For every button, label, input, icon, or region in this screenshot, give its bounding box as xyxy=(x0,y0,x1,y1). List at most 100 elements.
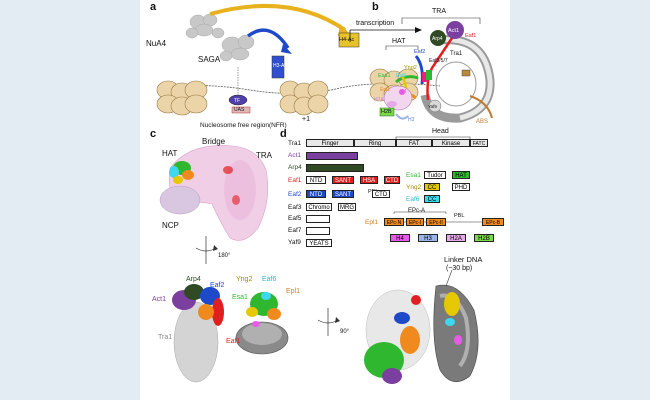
d-act1-bar xyxy=(306,152,358,160)
b-h2a-label: H2A xyxy=(374,97,384,103)
c-act1-label: Act1 xyxy=(152,296,167,303)
c-rot90-label: 90° xyxy=(340,329,350,335)
c-arp4-label: Arp4 xyxy=(186,276,201,283)
b-act1-label: Act1 xyxy=(448,28,460,34)
panel-a-graphics xyxy=(156,3,441,116)
b-eaf1-label: Eaf1 xyxy=(465,33,477,39)
d-eaf6-cc: CC xyxy=(424,195,440,203)
c-eaf1-label: Eaf1 xyxy=(226,338,241,345)
d-histone-h4: H4 xyxy=(390,234,410,242)
b-tra1-label: Tra1 xyxy=(450,51,463,57)
panel-b-graphics xyxy=(379,17,495,123)
d-pbl2-label: PBL xyxy=(454,213,465,219)
c-ncp-label: NCP xyxy=(162,221,179,230)
b-eaf2-label: Eaf2 xyxy=(414,49,426,55)
c-tra1-label: Tra1 xyxy=(158,334,173,341)
d-yaf9-yeats: YEATS xyxy=(306,239,332,247)
a-h3ac-label: H3-Ac xyxy=(273,63,287,69)
d-eaf5-name: Eaf5 xyxy=(288,215,302,222)
b-esa1-label: Esa1 xyxy=(378,73,391,79)
b-tra-label: TRA xyxy=(432,8,446,15)
b-yaf9-label: Yaf9 xyxy=(428,104,437,109)
d-epl1-epci: EPc-I xyxy=(406,218,424,226)
d-tra1-name: Tra1 xyxy=(288,140,302,147)
d-histone-h2a: H2A xyxy=(446,234,466,242)
d-esa1-name: Esa1 xyxy=(406,172,421,179)
d-yng2-phd: PHD xyxy=(452,183,470,191)
d-eaf1-name: Eaf1 xyxy=(288,177,302,184)
d-epl1-epcii: EPc-II xyxy=(426,218,446,226)
b-hat-label: HAT xyxy=(392,38,406,45)
panel-label-c: c xyxy=(150,128,157,140)
b-yng2-label: Yng2 xyxy=(404,65,417,71)
d-tra1-finger: Finger xyxy=(306,139,354,147)
panel-c-graphics xyxy=(159,145,479,384)
b-epl1-label: Epl1 xyxy=(380,87,391,93)
d-eaf7-bar xyxy=(306,227,330,235)
b-h3-label: H3 xyxy=(408,117,415,123)
d-histone-h2b: H2B xyxy=(474,234,494,242)
panel-label-d: d xyxy=(280,128,287,140)
c-tra-label: TRA xyxy=(256,151,272,160)
a-transcription-label: transcription xyxy=(356,20,395,27)
d-eaf2-name: Eaf2 xyxy=(288,191,302,198)
d-yng2-cc: CC xyxy=(424,183,440,191)
d-epl1-line xyxy=(384,211,504,223)
d-yaf9-name: Yaf9 xyxy=(288,239,301,246)
d-tra1-fat: FAT xyxy=(396,139,432,147)
d-eaf2-ctd: CTD xyxy=(372,190,390,198)
d-eaf6-name: Eaf6 xyxy=(406,196,420,203)
c-eaf6-label: Eaf6 xyxy=(262,276,277,283)
c-esa1-label: Esa1 xyxy=(232,294,248,301)
b-eaf357-label: Eaf3/5/7 xyxy=(429,58,448,64)
c-rot180-label: 180° xyxy=(218,253,231,259)
a-h4ac-label: H4-Ac xyxy=(339,37,355,43)
b-abs-label: ABS xyxy=(476,119,489,125)
d-epl1-epcb: EPc-B xyxy=(482,218,504,226)
a-nfr-label: Nucleosome free region(NFR) xyxy=(200,122,287,129)
d-eaf3-name: Eaf3 xyxy=(288,204,302,211)
d-epl1-epcn: EPc-N xyxy=(384,218,404,226)
b-h4-label: H4 xyxy=(400,89,407,95)
figure: a b c d xyxy=(140,0,510,400)
d-yng2-name: Yng2 xyxy=(406,184,422,191)
d-eaf1-ctd: CTD xyxy=(384,176,400,184)
a-uas-label: UAS xyxy=(234,107,245,113)
d-eaf3-mrg: MRG xyxy=(338,203,356,211)
panel-label-b: b xyxy=(372,1,379,13)
c-bridge-label: Bridge xyxy=(202,137,226,146)
d-arp4-name: Arp4 xyxy=(288,164,302,171)
d-arp4-bar xyxy=(306,164,364,172)
c-linker-length: (~30 bp) xyxy=(446,265,473,272)
c-yng2-label: Yng2 xyxy=(236,276,253,283)
d-tra1-kinase: Kinase xyxy=(432,139,470,147)
d-esa1-tudor: Tudor xyxy=(424,171,446,179)
d-eaf1-sant: SANT xyxy=(332,176,354,184)
d-eaf2-sant: SANT xyxy=(332,190,354,198)
a-nua4-label: NuA4 xyxy=(146,39,167,48)
panel-label-a: a xyxy=(150,1,157,13)
b-arp4-label: Arp4 xyxy=(432,36,443,42)
d-epl1-name: Epl1 xyxy=(365,219,379,226)
d-esa1-hat: HAT xyxy=(452,171,470,179)
d-eaf3-chromo: Chromo xyxy=(306,203,332,211)
d-histone-h3: H3 xyxy=(418,234,438,242)
d-tra1-fatc: FATC xyxy=(470,139,488,147)
d-eaf1-ntd: NTD xyxy=(306,176,326,184)
a-tf-label: TF xyxy=(234,98,241,104)
d-eaf1-hsa: HSA xyxy=(360,176,378,184)
b-eaf6-label: Eaf6 xyxy=(396,73,407,79)
d-act1-name: Act1 xyxy=(288,152,302,159)
a-plus1-label: +1 xyxy=(302,116,310,123)
d-epca-label: EPc-A xyxy=(408,208,426,214)
a-saga-label: SAGA xyxy=(198,55,221,64)
b-h2b-label: H2B xyxy=(381,109,392,115)
d-tra1-ring: Ring xyxy=(354,139,396,147)
d-eaf2-ntd: NTD xyxy=(306,190,326,198)
c-epl1-label: Epl1 xyxy=(286,288,301,295)
d-head-label: Head xyxy=(432,128,449,135)
c-hat-label: HAT xyxy=(162,149,178,158)
d-head-bracket xyxy=(395,136,471,140)
d-eaf7-name: Eaf7 xyxy=(288,227,302,234)
d-eaf5-bar xyxy=(306,215,330,223)
